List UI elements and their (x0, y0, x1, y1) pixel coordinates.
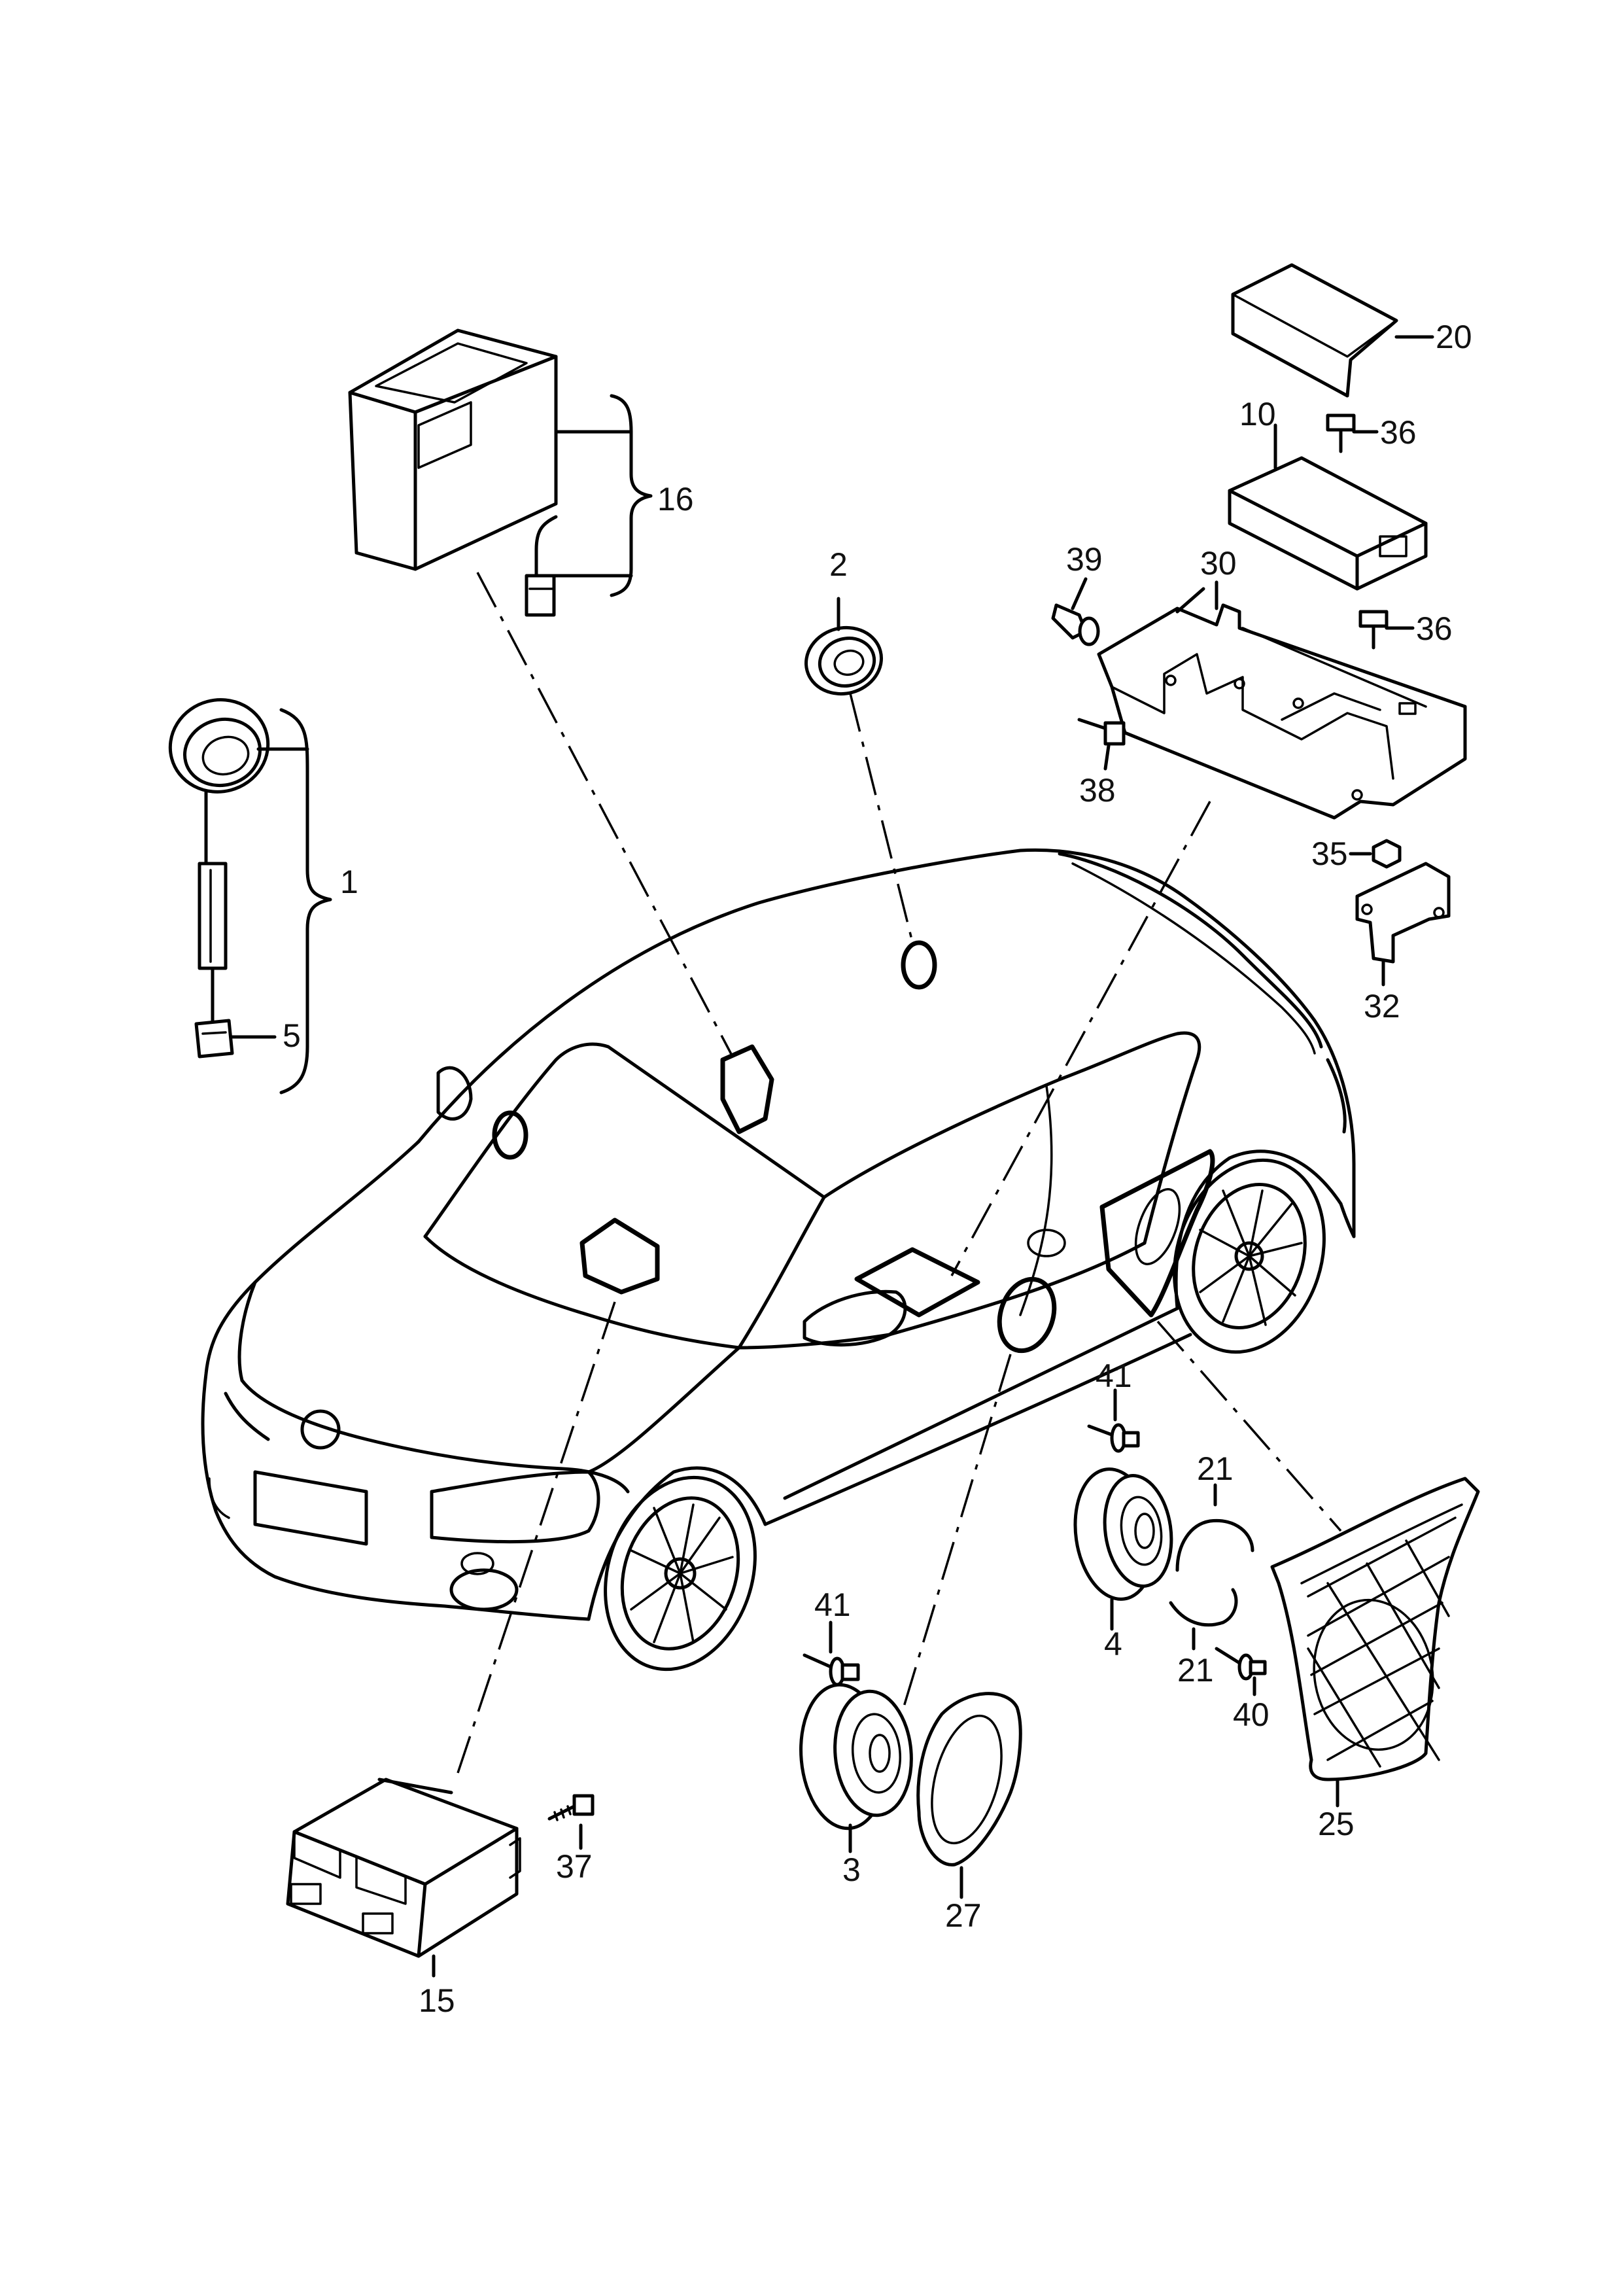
part-rivet-40 (1215, 1647, 1267, 1696)
marker-amplifier (720, 1044, 774, 1134)
callout-36-upper: 36 (1380, 414, 1417, 451)
marker-tweeter-left (492, 1110, 528, 1160)
callout-labels: 1 2 3 4 5 10 15 16 20 21 21 25 27 30 32 … (283, 319, 1472, 2019)
callout-32: 32 (1364, 988, 1400, 1025)
callout-5: 5 (283, 1017, 301, 1054)
callout-16: 16 (657, 481, 694, 517)
part-cover (1231, 263, 1434, 398)
callout-41-lower: 41 (814, 1586, 851, 1623)
car-illustration (201, 848, 1356, 1672)
callout-40: 40 (1233, 1696, 1270, 1733)
part-rivet-lower (803, 1621, 860, 1687)
marker-bracket (854, 1247, 980, 1318)
part-mounting-bracket (1097, 580, 1467, 820)
part-amplifier (348, 328, 653, 617)
marker-tweeter-right (901, 940, 937, 990)
part-control-module (1228, 423, 1428, 591)
callout-2: 2 (829, 546, 848, 583)
part-retaining-ring-upper (1175, 1483, 1254, 1572)
leader-lines (457, 572, 1342, 1774)
callout-3: 3 (842, 1851, 861, 1888)
part-speaker-large (799, 1683, 913, 1853)
part-speaker-housing (1270, 1477, 1480, 1808)
part-screw (547, 1794, 595, 1850)
callout-21-upper: 21 (1197, 1450, 1234, 1487)
marker-door-speaker (997, 1276, 1057, 1354)
callout-38: 38 (1079, 772, 1116, 809)
part-bolt-38 (1077, 718, 1126, 771)
callout-30: 30 (1200, 545, 1237, 582)
callout-39: 39 (1066, 541, 1103, 578)
callout-4: 4 (1104, 1626, 1122, 1662)
part-control-unit (286, 1778, 521, 1978)
part-tweeter (804, 597, 883, 696)
part-clip (1051, 577, 1100, 646)
part-speaker-small (1073, 1467, 1173, 1631)
part-nut (1349, 839, 1402, 869)
callout-27: 27 (945, 1897, 982, 1934)
part-bolt-lower (1358, 610, 1415, 650)
callout-20: 20 (1436, 319, 1472, 355)
callout-36-lower: 36 (1416, 610, 1453, 647)
callout-25: 25 (1318, 1806, 1355, 1842)
part-rivet-upper (1087, 1388, 1140, 1453)
callout-10: 10 (1239, 396, 1276, 432)
callout-1: 1 (340, 864, 358, 900)
part-retaining-ring-lower (1169, 1588, 1238, 1651)
part-small-bracket (1355, 862, 1451, 987)
part-bolt-upper (1326, 413, 1379, 453)
callout-35: 35 (1311, 835, 1348, 872)
callout-41-upper: 41 (1096, 1358, 1132, 1394)
part-speaker-with-cable (168, 698, 332, 1095)
callout-37: 37 (556, 1848, 593, 1885)
callout-21-lower: 21 (1177, 1652, 1214, 1689)
marker-speaker-housing (1099, 1149, 1215, 1318)
marker-control-unit (579, 1218, 660, 1295)
part-speaker-adapter (916, 1692, 1022, 1899)
location-markers (492, 940, 1215, 1354)
callout-15: 15 (419, 1982, 455, 2019)
